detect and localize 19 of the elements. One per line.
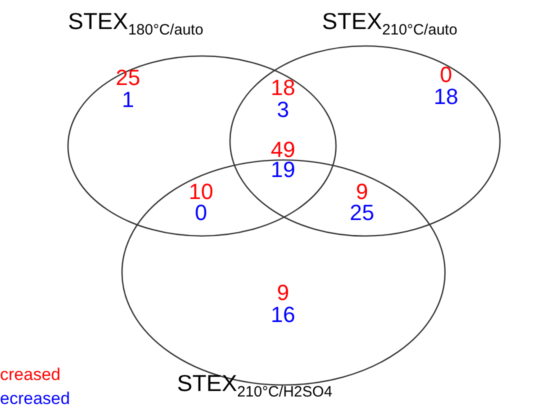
count-label: 9 [276, 282, 290, 304]
legend-text: ecreased [0, 389, 70, 407]
count-label: 19 [270, 159, 296, 181]
count-label: 16 [270, 304, 296, 326]
count-label: 25 [350, 202, 374, 224]
count-label: 25 [116, 67, 140, 89]
count-label: 10 [188, 181, 214, 203]
set-title: STEX$_{210°C/H2SO4}$ [177, 370, 332, 401]
count-label: 18 [270, 77, 296, 99]
count-label: 0 [440, 64, 452, 86]
count-label: 3 [276, 99, 290, 121]
set-title: STEX$_{210°C/auto}$ [322, 8, 458, 39]
count-label: 1 [122, 89, 134, 111]
count-label: 0 [194, 202, 208, 224]
legend-text: creased [0, 365, 60, 385]
count-label: 18 [434, 86, 458, 108]
set-title: STEX$_{180°C/auto}$ [68, 8, 204, 39]
count-label: 9 [356, 181, 368, 203]
count-label: 49 [270, 139, 296, 161]
